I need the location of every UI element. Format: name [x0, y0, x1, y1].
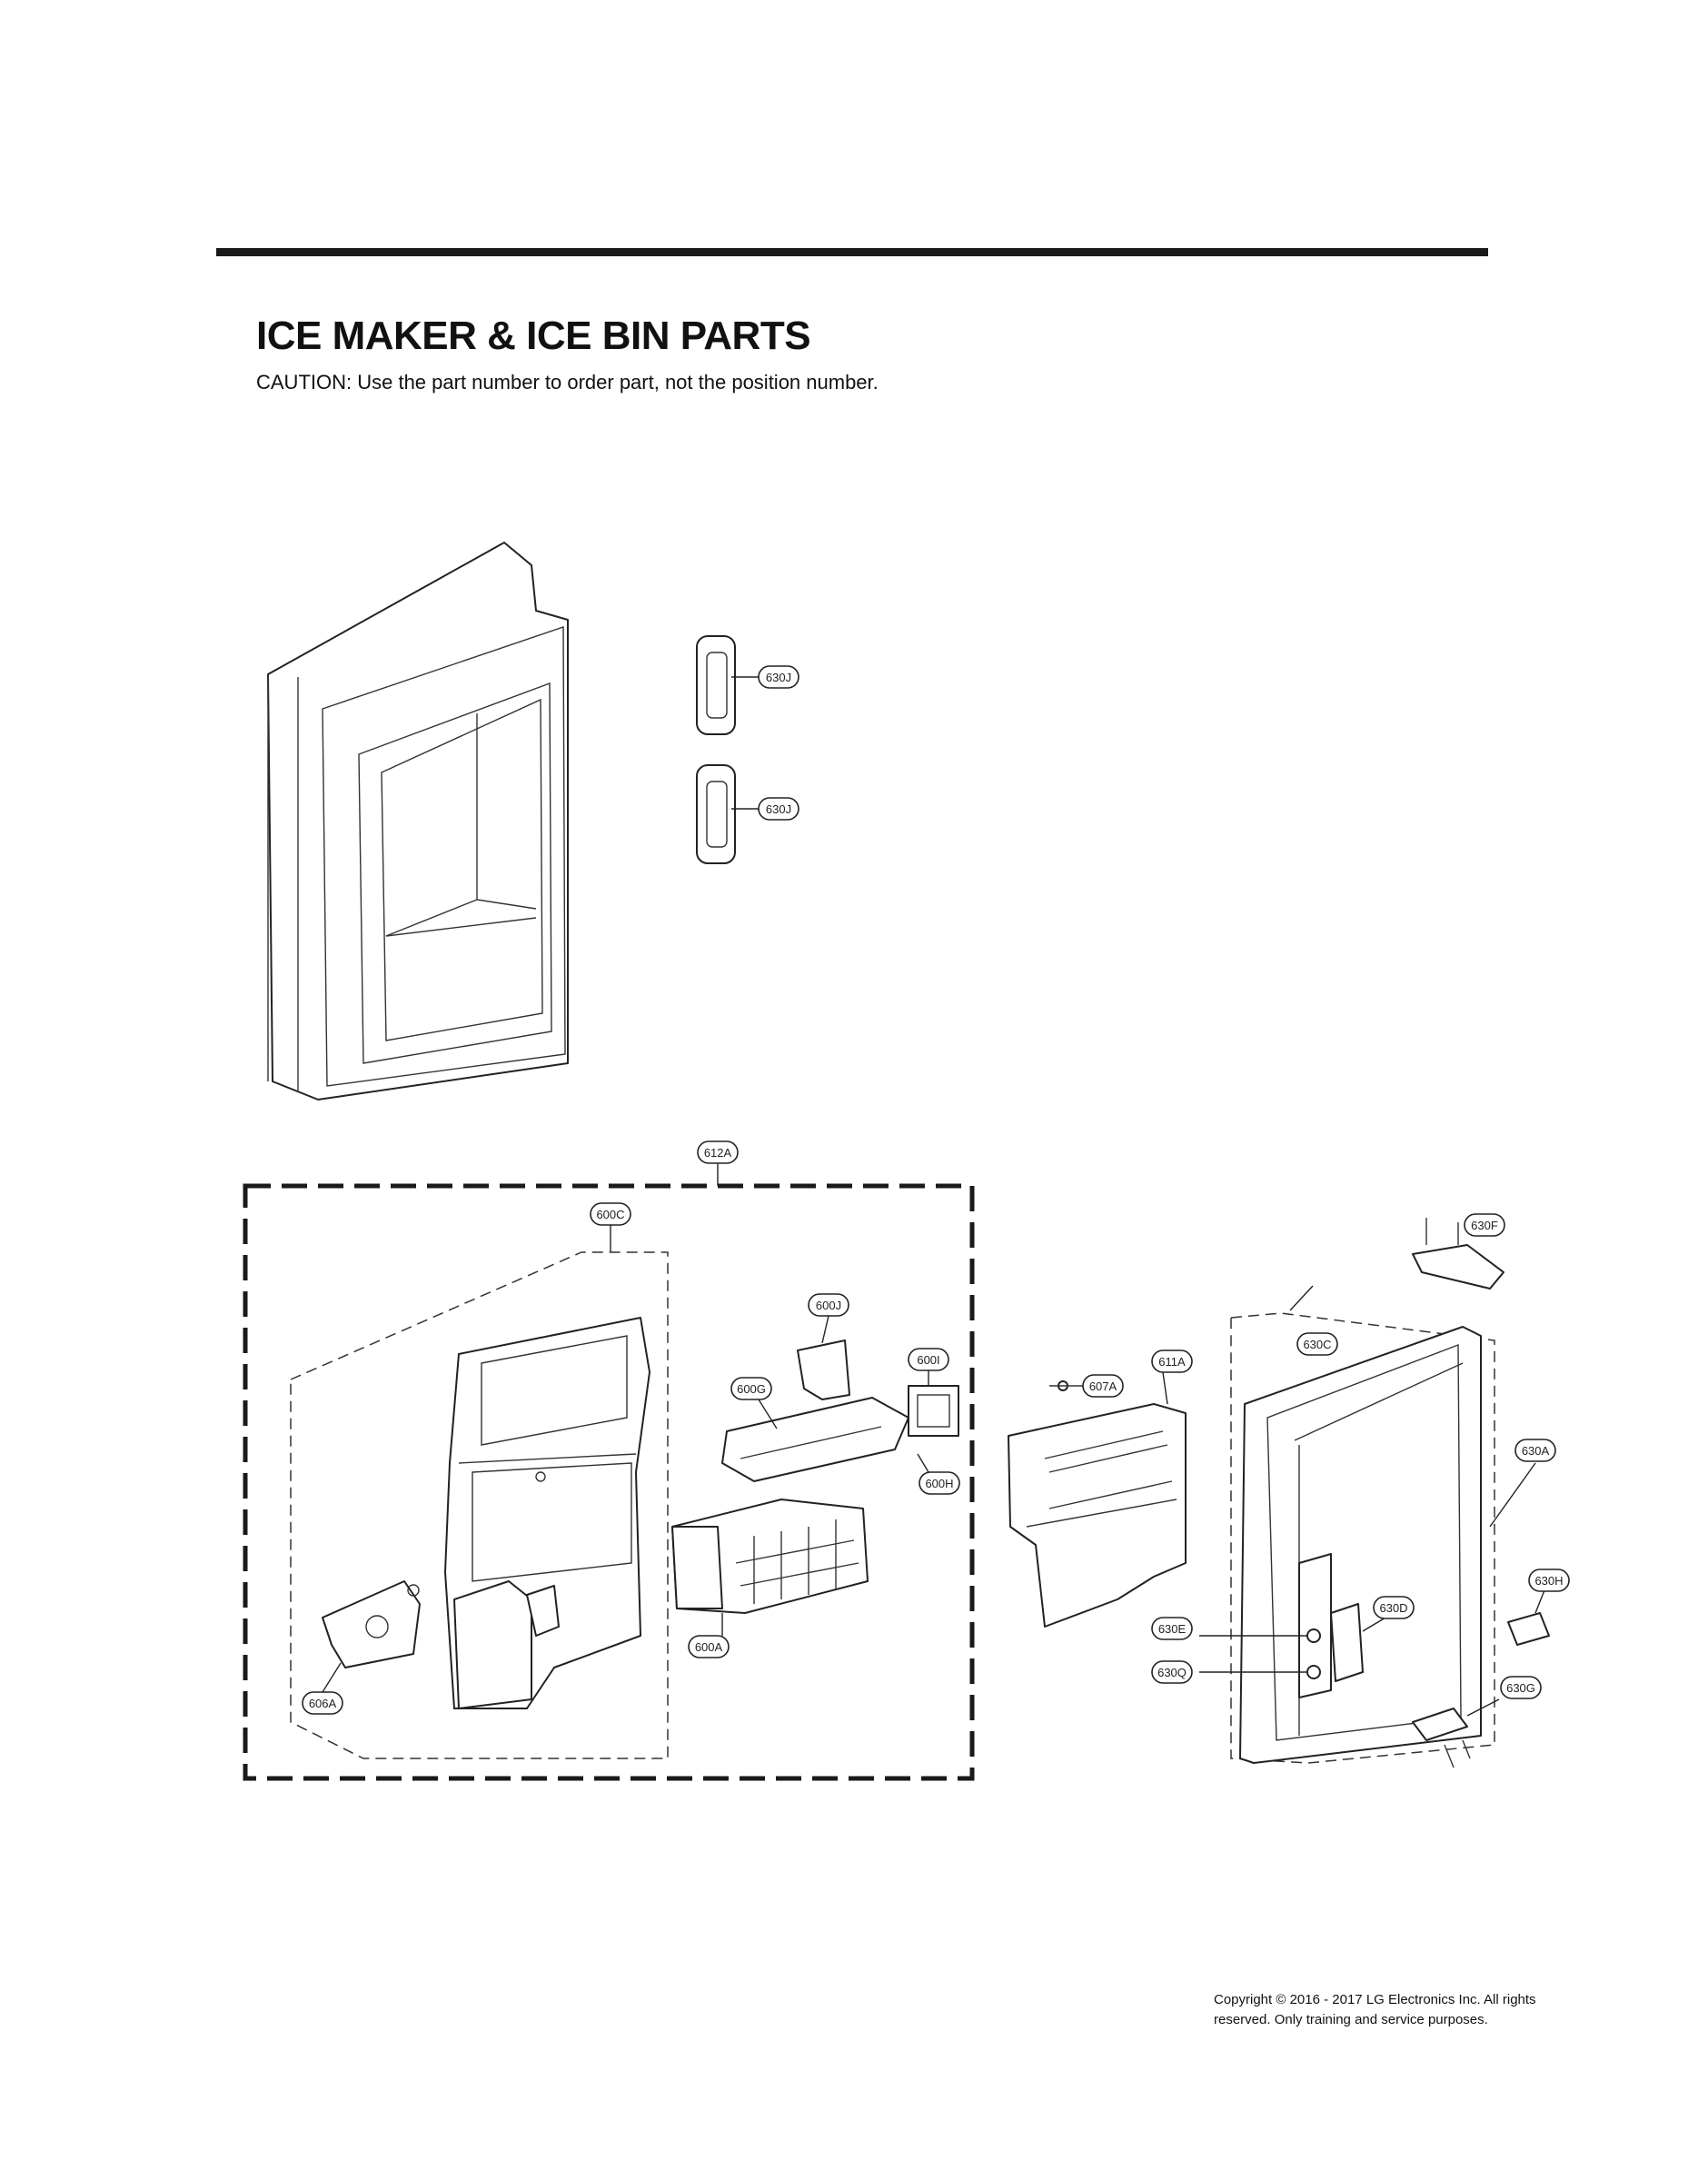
- bracket-600j: [797, 1315, 850, 1400]
- screw-607a: [1049, 1380, 1083, 1391]
- callout-600I: 600I: [908, 1348, 949, 1371]
- page-title: ICE MAKER & ICE BIN PARTS: [256, 314, 811, 358]
- callout-600G: 600G: [730, 1377, 772, 1400]
- svg-text:630J: 630J: [766, 802, 791, 816]
- callout-600J: 600J: [808, 1293, 849, 1317]
- svg-text:611A: 611A: [1158, 1355, 1186, 1369]
- callout-600C: 600C: [590, 1202, 631, 1226]
- callout-630A: 630A: [1514, 1439, 1556, 1462]
- icemaker-unit: [671, 1499, 869, 1636]
- callout-612A: 612A: [697, 1140, 739, 1164]
- svg-text:630F: 630F: [1471, 1219, 1498, 1232]
- callout-611A: 611A: [1151, 1349, 1193, 1373]
- callout-606A: 606A: [302, 1691, 343, 1715]
- header-rule: [216, 248, 1488, 256]
- svg-text:600C: 600C: [596, 1208, 624, 1221]
- svg-text:630D: 630D: [1379, 1601, 1407, 1615]
- copyright-line-1: Copyright © 2016 - 2017 LG Electronics I…: [1214, 1992, 1536, 2007]
- hinge-cap-lower: [696, 764, 759, 864]
- ice-bin-door-outline: [1230, 1312, 1495, 1764]
- callout-630E: 630E: [1151, 1617, 1193, 1640]
- svg-text:600A: 600A: [695, 1640, 723, 1654]
- bottom-hinge: [1412, 1698, 1500, 1768]
- callout-600A: 600A: [688, 1635, 730, 1658]
- svg-text:600I: 600I: [917, 1353, 939, 1367]
- ice-bin-door: [1199, 1285, 1536, 1764]
- svg-text:630G: 630G: [1506, 1681, 1535, 1695]
- callout-630Q: 630Q: [1151, 1660, 1193, 1684]
- mounting-bracket: [322, 1580, 421, 1693]
- svg-text:612A: 612A: [704, 1146, 732, 1160]
- svg-text:630E: 630E: [1158, 1622, 1187, 1636]
- stopper: [1507, 1589, 1550, 1646]
- hinge-cap-upper: [696, 635, 759, 735]
- svg-text:630Q: 630Q: [1157, 1666, 1187, 1679]
- svg-text:630C: 630C: [1303, 1338, 1331, 1351]
- icemaker-housing: [444, 1317, 650, 1709]
- door-liner: [267, 542, 569, 1100]
- svg-text:606A: 606A: [309, 1697, 337, 1710]
- callout-630H: 630H: [1528, 1569, 1570, 1592]
- svg-text:630A: 630A: [1522, 1444, 1550, 1458]
- caution-note: CAUTION: Use the part number to order pa…: [256, 371, 879, 393]
- callout-630G: 630G: [1500, 1676, 1542, 1699]
- callout-600H: 600H: [919, 1471, 960, 1495]
- copyright-notice: Copyright © 2016 - 2017 LG Electronics I…: [1214, 1990, 1632, 2030]
- svg-text:630H: 630H: [1534, 1574, 1563, 1588]
- callout-630F: 630F: [1464, 1213, 1505, 1237]
- svg-text:607A: 607A: [1089, 1379, 1117, 1393]
- callout-630C: 630C: [1296, 1332, 1338, 1356]
- gasket-600i: [908, 1370, 959, 1437]
- callout-607A: 607A: [1082, 1374, 1124, 1398]
- housing-assembly-outline: [290, 1251, 669, 1759]
- icemaker-assembly-outline: [243, 1183, 975, 1781]
- svg-text:600J: 600J: [816, 1299, 841, 1312]
- svg-text:600G: 600G: [737, 1382, 766, 1396]
- ice-duct: [1008, 1371, 1187, 1628]
- callout-630J-upper: 630J: [758, 665, 799, 689]
- callout-630J-lower: 630J: [758, 797, 799, 821]
- copyright-line-2: reserved. Only training and service purp…: [1214, 2012, 1488, 2027]
- callout-630D: 630D: [1373, 1596, 1415, 1619]
- svg-text:630J: 630J: [766, 671, 791, 684]
- cover: [721, 1397, 909, 1482]
- svg-text:600H: 600H: [925, 1477, 953, 1490]
